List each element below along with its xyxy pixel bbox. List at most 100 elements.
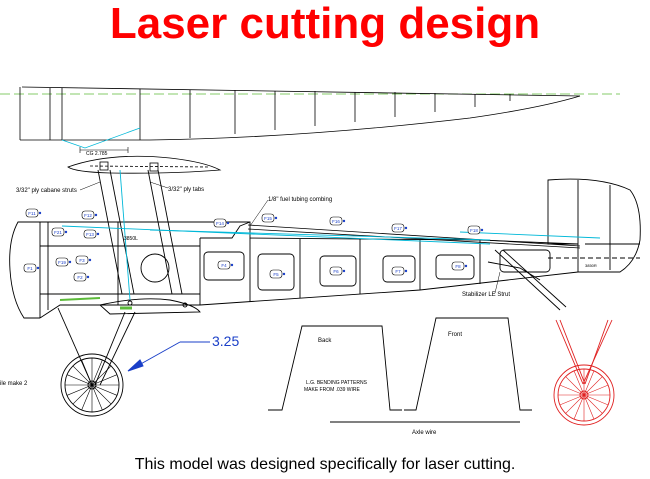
leader-lines [79, 181, 501, 294]
wheel-spoke [91, 374, 118, 386]
part-label: F13 [86, 232, 94, 237]
part-tag-frame [23, 263, 37, 273]
label-axle-wire: Axle wire [412, 430, 437, 436]
fuel-tubing-combing [247, 224, 581, 249]
pattern-back [268, 325, 402, 411]
part-tag-frame [55, 257, 69, 267]
part-tag-frame [467, 225, 481, 235]
part-label: F14 [216, 221, 224, 226]
label-cabane-struts: 3/32" ply cabane struts [16, 188, 77, 194]
page-caption: This model was designed specifically for… [134, 456, 516, 473]
part-tag-frame [269, 269, 283, 279]
wheel-spoke [565, 376, 585, 396]
part-label: F7 [395, 269, 401, 274]
part-tag-frame [329, 216, 343, 226]
wheel-spoke [72, 365, 93, 386]
label-front: Front [448, 332, 462, 338]
part-pointer [38, 211, 42, 215]
wheel-spoke [559, 384, 585, 396]
landing-gear [57, 307, 136, 417]
part-label: F6 [333, 269, 339, 274]
wheel-spoke [583, 384, 609, 396]
part-tag-frame [213, 218, 227, 228]
wheel-spoke [72, 384, 93, 405]
wheel-spoke [81, 384, 93, 411]
label-fuel-tubing: 1/8" fuel tubing combing [268, 197, 332, 203]
part-label: F5 [273, 272, 279, 277]
part-tag-frame [391, 223, 405, 233]
part-label: F1 [27, 266, 33, 271]
wheel-spoke [66, 374, 93, 386]
part-pointer [226, 221, 230, 225]
label-side-note: ile make 2 [0, 381, 28, 387]
main-wheel-spokes [65, 358, 119, 412]
part-pointer [64, 230, 68, 234]
part-label: F12 [84, 213, 92, 218]
wheel-spoke [66, 384, 93, 396]
part-tag-frame [451, 261, 465, 271]
part-label: F3 [79, 258, 85, 263]
dimension-value: 3.25 [212, 333, 239, 349]
part-pointer [342, 269, 346, 273]
label-tail-mark: 3850R [585, 263, 597, 268]
part-tag-frame [83, 229, 97, 239]
fuselage [9, 178, 641, 319]
wheel-spoke [91, 365, 112, 386]
wheel-spoke [583, 394, 603, 414]
part-pointer [86, 275, 90, 279]
label-fuselage-mark: 3850L [124, 236, 138, 242]
part-pointer [480, 228, 484, 232]
part-tag-frame [75, 255, 89, 265]
part-label: F11 [28, 211, 36, 216]
part-tag-frame [73, 272, 87, 282]
pattern-front [404, 317, 532, 411]
part-label: F21 [54, 230, 62, 235]
rigging-lines [59, 225, 601, 310]
part-pointer [96, 232, 100, 236]
wheel-spoke [573, 394, 585, 420]
part-pointer [230, 263, 234, 267]
part-label: F4 [221, 263, 227, 268]
upper-wing [0, 86, 620, 149]
part-pointer [274, 216, 278, 220]
label-ply-tabs: 3/32" ply tabs [168, 187, 204, 193]
wheel-spoke [559, 394, 585, 406]
part-pointer [404, 226, 408, 230]
part-pointer [36, 266, 40, 270]
part-tag-frame [217, 260, 231, 270]
page-title: Laser cutting design [109, 0, 541, 48]
part-label: F18 [470, 228, 478, 233]
dimension-arrow [127, 341, 210, 372]
part-tag-frame [81, 210, 95, 220]
part-tag-frame [51, 227, 65, 237]
part-tag-frame [391, 266, 405, 276]
part-pointer [282, 272, 286, 276]
part-pointer [88, 258, 92, 262]
wheel-spoke [81, 359, 93, 386]
label-bending-line1: L.G. BENDING PATTERNS [306, 380, 368, 386]
wheel-spoke [91, 359, 103, 386]
dimension-small: CG 2.785 [86, 151, 108, 157]
part-label: F2 [77, 275, 83, 280]
part-label: F17 [394, 226, 402, 231]
stabilizer-strut [487, 249, 567, 311]
wing-rib [67, 147, 222, 174]
part-tag-frame [25, 208, 39, 218]
red-wheel-spokes [558, 369, 610, 421]
part-pointer [342, 219, 346, 223]
bending-patterns [268, 317, 532, 423]
main-wheel [60, 353, 124, 417]
wheel-spoke [91, 384, 112, 405]
part-pointer [68, 260, 72, 264]
wheel-spoke [583, 394, 595, 420]
part-pointer [464, 264, 468, 268]
wheel-spoke [583, 370, 595, 396]
part-label: F8 [455, 264, 461, 269]
part-tag-frame [261, 213, 275, 223]
wheel-spoke [91, 384, 103, 411]
wheel-spoke [583, 394, 609, 406]
wheel-spoke [573, 370, 585, 396]
part-label: F19 [58, 260, 66, 265]
